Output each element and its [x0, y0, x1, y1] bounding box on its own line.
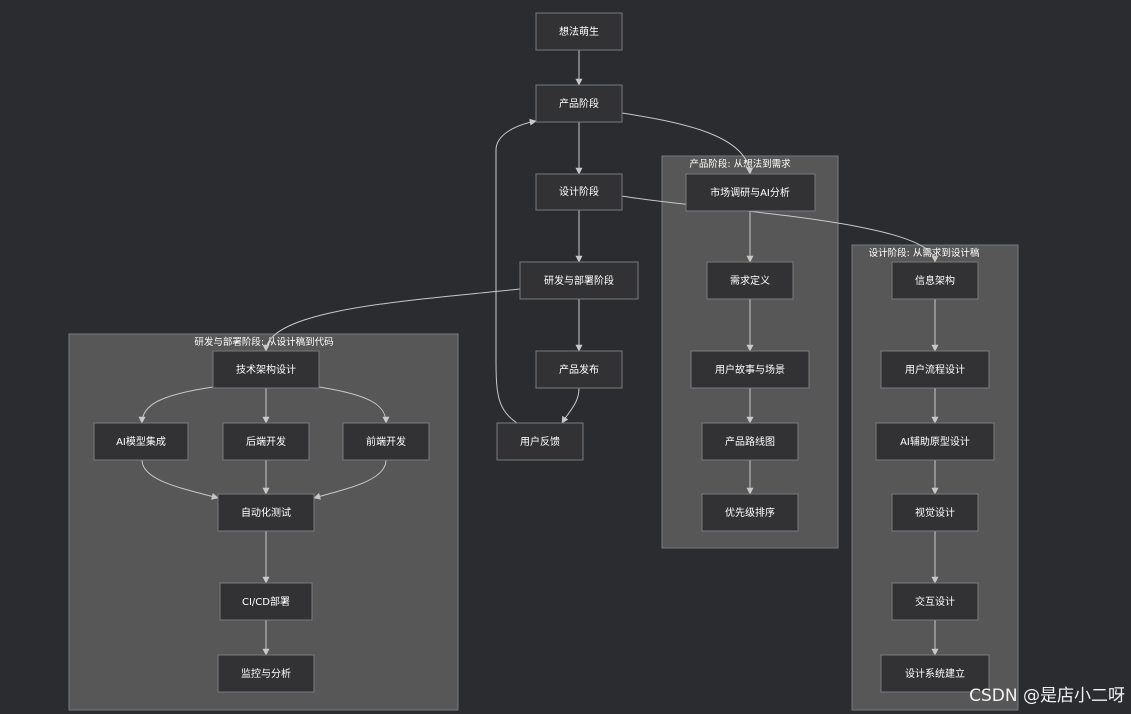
edge-dev-techarch: [262, 288, 521, 352]
node-tech-arch[interactable]: 技术架构设计: [212, 350, 320, 389]
node-release[interactable]: 产品发布: [535, 350, 623, 389]
node-roadmap[interactable]: 产品路线图: [701, 422, 799, 461]
node-requirement-label: 需求定义: [730, 274, 770, 287]
node-market[interactable]: 市场调研与AI分析: [685, 173, 816, 212]
edge-aimodel-autotest: [141, 459, 219, 500]
node-roadmap-label: 产品路线图: [725, 435, 775, 448]
node-interaction[interactable]: 交互设计: [891, 582, 979, 621]
node-cicd-label: CI/CD部署: [242, 595, 290, 608]
node-interaction-label: 交互设计: [915, 595, 955, 608]
node-ai-model-label: AI模型集成: [116, 435, 166, 448]
node-design-stage-label: 设计阶段: [559, 185, 599, 198]
csdn-watermark: CSDN @是店小二呀: [969, 686, 1125, 706]
node-ai-proto-label: AI辅助原型设计: [900, 435, 970, 448]
node-frontend-label: 前端开发: [366, 435, 406, 448]
node-requirement[interactable]: 需求定义: [706, 261, 794, 300]
cluster-design-title: 设计阶段: 从需求到设计稿: [869, 247, 980, 259]
node-release-label: 产品发布: [559, 363, 599, 376]
node-idea-label: 想法萌生: [559, 25, 599, 38]
node-backend[interactable]: 后端开发: [222, 422, 310, 461]
node-tech-arch-label: 技术架构设计: [236, 363, 296, 376]
node-auto-test[interactable]: 自动化测试: [217, 493, 315, 532]
node-priority-label: 优先级排序: [725, 506, 775, 519]
edge-design-infoarch: [621, 195, 939, 263]
node-ai-model[interactable]: AI模型集成: [93, 422, 189, 461]
node-backend-label: 后端开发: [246, 435, 286, 448]
node-dev-stage[interactable]: 研发与部署阶段: [519, 261, 639, 300]
cluster-dev-title: 研发与部署阶段: 从设计稿到代码: [194, 336, 333, 348]
edge-techarch-aimodel: [138, 386, 214, 424]
node-market-label: 市场调研与AI分析: [710, 186, 790, 199]
node-feedback-label: 用户反馈: [520, 435, 560, 448]
node-ai-proto[interactable]: AI辅助原型设计: [875, 422, 995, 461]
edge-frontend-autotest: [313, 459, 387, 500]
node-cicd[interactable]: CI/CD部署: [219, 582, 313, 621]
node-monitor[interactable]: 监控与分析: [217, 654, 315, 693]
node-user-flow[interactable]: 用户流程设计: [880, 350, 990, 389]
node-user-story-label: 用户故事与场景: [715, 363, 785, 376]
node-design-stage[interactable]: 设计阶段: [535, 173, 623, 211]
node-design-system-label: 设计系统建立: [905, 667, 965, 680]
node-product-stage-label: 产品阶段: [559, 97, 599, 110]
node-idea[interactable]: 想法萌生: [535, 12, 623, 51]
node-frontend[interactable]: 前端开发: [342, 422, 430, 461]
node-monitor-label: 监控与分析: [241, 667, 291, 680]
node-info-arch[interactable]: 信息架构: [891, 261, 979, 300]
cluster-product-title: 产品阶段: 从想法到需求: [689, 158, 791, 170]
node-priority[interactable]: 优先级排序: [701, 493, 799, 532]
node-dev-stage-label: 研发与部署阶段: [544, 274, 614, 287]
node-info-arch-label: 信息架构: [915, 274, 955, 287]
edge-feedback-product: [495, 118, 537, 424]
edge-techarch-frontend: [318, 386, 390, 424]
node-user-story[interactable]: 用户故事与场景: [690, 350, 810, 389]
node-auto-test-label: 自动化测试: [241, 506, 291, 519]
node-visual[interactable]: 视觉设计: [891, 493, 979, 532]
node-product-stage[interactable]: 产品阶段: [535, 84, 623, 123]
node-user-flow-label: 用户流程设计: [905, 363, 965, 376]
edge-product-market: [621, 112, 754, 175]
edge-release-feedback: [561, 387, 580, 424]
node-feedback[interactable]: 用户反馈: [496, 422, 584, 461]
node-design-system[interactable]: 设计系统建立: [880, 654, 990, 693]
node-visual-label: 视觉设计: [915, 506, 955, 519]
